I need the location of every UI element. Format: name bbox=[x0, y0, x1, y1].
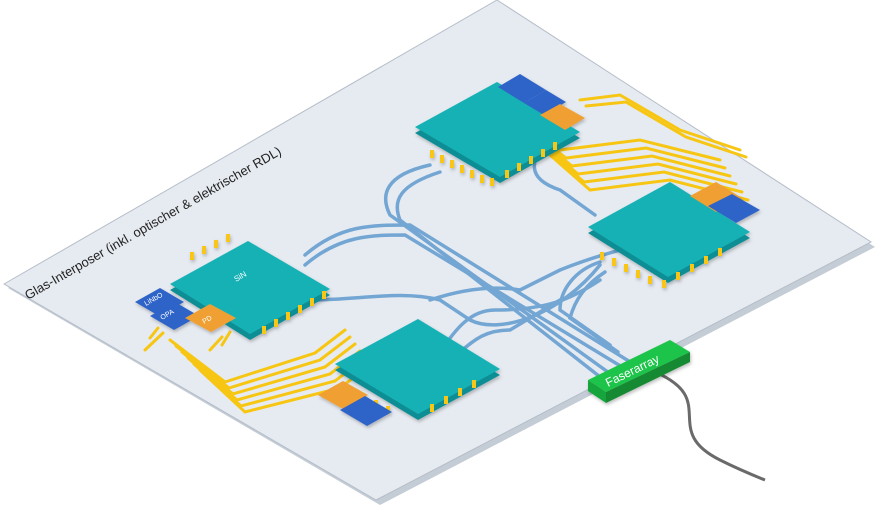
optical-fiber bbox=[654, 370, 766, 482]
photonic-chip-4 bbox=[318, 319, 500, 426]
photonic-chip-3: SiN LiNbO OPA PD bbox=[135, 234, 330, 340]
photonic-chip-2 bbox=[588, 182, 760, 288]
photonic-chip-1 bbox=[415, 74, 585, 186]
pd-label: PD bbox=[202, 315, 214, 326]
